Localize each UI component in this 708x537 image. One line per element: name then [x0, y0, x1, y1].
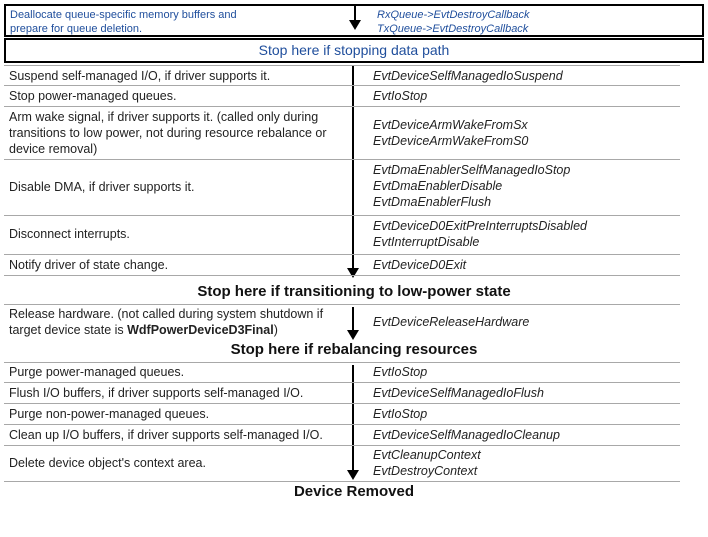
callback-name: EvtDeviceD0ExitPreInterruptsDisabled	[373, 219, 587, 233]
action-line: Delete device object's context area.	[9, 456, 206, 470]
callback-list: EvtDeviceD0Exit	[373, 257, 466, 273]
callback-list: EvtDeviceSelfManagedIoCleanup	[373, 427, 560, 443]
action-description: Stop power-managed queues.	[9, 88, 347, 104]
action-description: Suspend self-managed I/O, if driver supp…	[9, 68, 347, 84]
callback-name: EvtIoStop	[373, 89, 428, 103]
section3-top-divider	[4, 362, 680, 363]
arrow-section1-line	[352, 65, 354, 269]
release-hardware-line-2: target device state is WdfPowerDeviceD3F…	[9, 322, 347, 338]
release-hardware-line-1: Release hardware. (not called during sys…	[9, 307, 324, 321]
action-line: Disconnect interrupts.	[9, 227, 130, 241]
action-line: Flush I/O buffers, if driver supports se…	[9, 386, 304, 400]
arrow-section2-head-icon	[347, 330, 359, 340]
table-row: Notify driver of state change. EvtDeviceD…	[4, 255, 680, 276]
action-description: Notify driver of state change.	[9, 257, 347, 273]
action-description: Disable DMA, if driver supports it.	[9, 179, 347, 195]
callback-name: EvtDeviceArmWakeFromSx	[373, 118, 528, 132]
action-description: Flush I/O buffers, if driver supports se…	[9, 385, 347, 401]
arrow-section3-head-icon	[347, 470, 359, 480]
arrow-top-head-icon	[349, 20, 361, 30]
callback-name: EvtDeviceD0Exit	[373, 258, 467, 272]
table-row: Clean up I/O buffers, if driver supports…	[4, 425, 680, 446]
rx-queue-callback: RxQueue->EvtDestroyCallback	[377, 9, 530, 21]
table-row: Purge non-power-managed queues. EvtIoStop	[4, 404, 680, 425]
callback-name: EvtDeviceSelfManagedIoFlush	[373, 386, 544, 400]
action-line: device removal)	[9, 142, 98, 156]
arrow-section3-line	[352, 365, 354, 471]
callback-list: EvtDeviceSelfManagedIoSuspend	[373, 68, 563, 84]
release-hardware-suffix: )	[273, 323, 278, 337]
release-hardware-description: Release hardware. (not called during sys…	[9, 306, 347, 338]
table-row: Disconnect interrupts. EvtDeviceD0ExitPre…	[4, 216, 680, 255]
callback-name: EvtDeviceArmWakeFromS0	[373, 134, 529, 148]
callback-name: EvtDmaEnablerSelfManagedIoStop	[373, 163, 571, 177]
release-hardware-callback: EvtDeviceReleaseHardware	[373, 315, 530, 329]
table-row: Purge power-managed queues. EvtIoStop	[4, 363, 680, 383]
queue-cleanup-line-2: prepare for queue deletion.	[10, 23, 143, 35]
action-line: Suspend self-managed I/O, if driver supp…	[9, 69, 271, 83]
callback-name: EvtDmaEnablerDisable	[373, 179, 503, 193]
callback-name: EvtIoStop	[373, 365, 428, 379]
callback-list: EvtIoStop	[373, 88, 427, 104]
callback-name: EvtIoStop	[373, 407, 428, 421]
action-line: transitions to low power, not during res…	[9, 126, 327, 140]
section2-top-divider	[4, 304, 680, 305]
action-line: Notify driver of state change.	[9, 258, 169, 272]
callback-list: EvtIoStop	[373, 406, 427, 422]
table-row: Stop power-managed queues. EvtIoStop	[4, 86, 680, 107]
callback-name: EvtInterruptDisable	[373, 235, 480, 249]
callback-name: EvtCleanupContext	[373, 448, 481, 462]
stop-rebalance-heading: Stop here if rebalancing resources	[230, 341, 478, 358]
action-description: Delete device object's context area.	[9, 455, 347, 471]
action-description: Clean up I/O buffers, if driver supports…	[9, 427, 347, 443]
table-row: Delete device object's context area. EvtC…	[4, 446, 680, 482]
release-hardware-prefix: target device state is	[9, 323, 128, 337]
callback-name: EvtDeviceSelfManagedIoSuspend	[373, 69, 563, 83]
callback-name: EvtDestroyContext	[373, 464, 478, 478]
queue-cleanup-callbacks: RxQueue->EvtDestroyCallback TxQueue->Evt…	[377, 8, 530, 36]
callback-name: EvtDeviceSelfManagedIoCleanup	[373, 428, 560, 442]
stop-low-power-heading: Stop here if transitioning to low-power …	[197, 283, 511, 300]
action-description: Arm wake signal, if driver supports it. …	[9, 109, 347, 157]
arrow-section2-line	[352, 307, 354, 331]
action-line: Clean up I/O buffers, if driver supports…	[9, 428, 323, 442]
stop-data-path-banner: Stop here if stopping data path	[4, 38, 704, 63]
action-description: Purge power-managed queues.	[9, 364, 347, 380]
release-hardware-row: Release hardware. (not called during sys…	[4, 305, 680, 340]
section1-top-divider	[4, 65, 680, 66]
device-removed-heading: Device Removed	[293, 483, 415, 500]
callback-list: EvtIoStop	[373, 364, 427, 380]
arrow-section1-head-icon	[347, 268, 359, 278]
action-line: Stop power-managed queues.	[9, 89, 177, 103]
table-row: Suspend self-managed I/O, if driver supp…	[4, 66, 680, 86]
arrow-top-line	[354, 6, 356, 20]
callback-name: EvtDmaEnablerFlush	[373, 195, 492, 209]
tx-queue-callback: TxQueue->EvtDestroyCallback	[377, 23, 529, 35]
action-line: Disable DMA, if driver supports it.	[9, 180, 195, 194]
queue-cleanup-description: Deallocate queue-specific memory buffers…	[10, 8, 340, 36]
callback-list: EvtDeviceSelfManagedIoFlush	[373, 385, 544, 401]
table-row: Arm wake signal, if driver supports it. …	[4, 107, 680, 160]
action-line: Purge non-power-managed queues.	[9, 407, 210, 421]
action-line: Arm wake signal, if driver supports it. …	[9, 110, 319, 124]
action-description: Disconnect interrupts.	[9, 226, 347, 242]
d3-final-state: WdfPowerDeviceD3Final	[127, 323, 274, 337]
table-row: Disable DMA, if driver supports it. EvtDm…	[4, 160, 680, 216]
action-description: Purge non-power-managed queues.	[9, 406, 347, 422]
action-line: Purge power-managed queues.	[9, 365, 185, 379]
table-row: Flush I/O buffers, if driver supports se…	[4, 383, 680, 404]
queue-cleanup-line-1: Deallocate queue-specific memory buffers…	[10, 9, 237, 21]
